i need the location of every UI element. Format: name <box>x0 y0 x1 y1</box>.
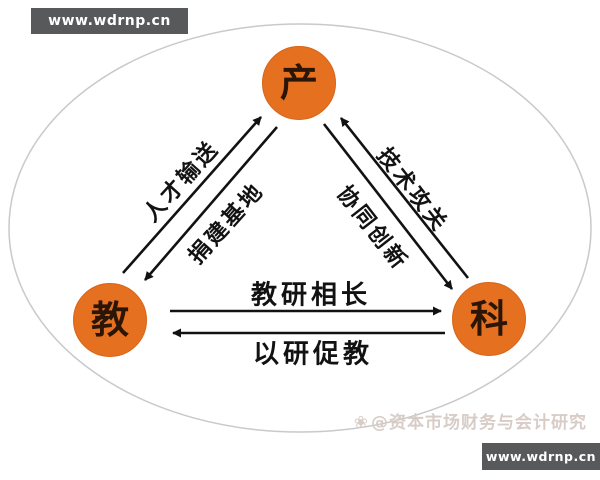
node-education: 教 <box>73 283 147 357</box>
watermark-bar-bottom-right: www.wdrnp.cn <box>482 443 600 470</box>
node-education-label: 教 <box>90 298 129 342</box>
node-science: 科 <box>452 282 526 356</box>
edge-label-teaching-research-growth: 教研相长 <box>250 280 372 311</box>
boundary-ellipse <box>8 23 592 433</box>
arrow-collaborative-innovation <box>322 123 454 290</box>
node-science-label: 科 <box>469 297 508 341</box>
node-industry-label: 产 <box>279 61 318 105</box>
arrow-donate-base <box>144 126 278 281</box>
flower-logo-icon: ❀ <box>353 413 369 433</box>
arrow-tech-breakthrough <box>339 117 470 279</box>
credit-watermark: ❀@资本市场财务与会计研究 <box>354 408 587 433</box>
edge-label-research-promotes-teaching: 以研促教 <box>252 339 374 370</box>
watermark-url-bottom: www.wdrnp.cn <box>485 449 597 464</box>
node-industry: 产 <box>262 46 336 120</box>
watermark-url-top: www.wdrnp.cn <box>48 13 171 29</box>
credit-text: @资本市场财务与会计研究 <box>371 413 587 433</box>
watermark-bar-top-left: www.wdrnp.cn <box>31 8 188 34</box>
arrow-talent-delivery <box>122 116 262 274</box>
